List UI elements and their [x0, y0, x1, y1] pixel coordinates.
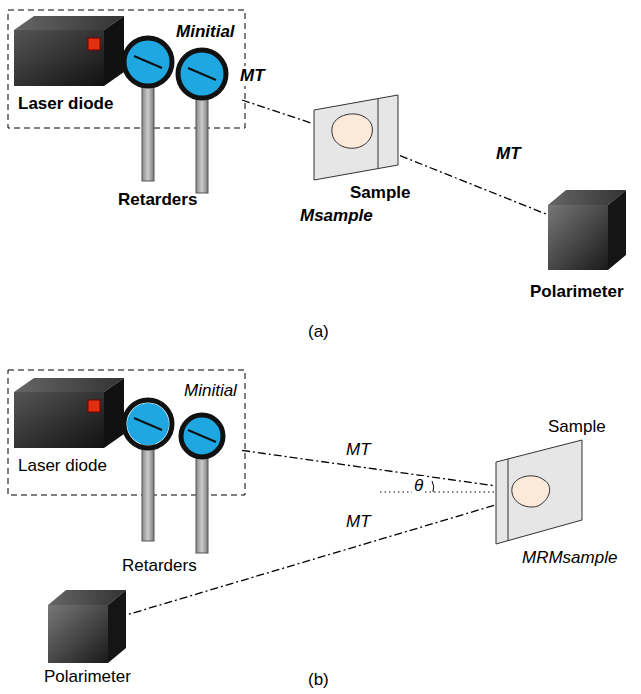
sample-slide — [314, 95, 398, 180]
dashed-group: MinitialLaser diodeRetarders — [8, 10, 245, 128]
node-label: Sample — [350, 183, 410, 203]
panel-label: (a) — [306, 322, 331, 342]
panel-label: (b) — [306, 670, 331, 690]
node-label: Polarimeter — [44, 667, 131, 687]
sample: SampleMsample — [312, 95, 400, 181]
retarders: Retarders — [122, 398, 242, 486]
node-label: MRMsample — [522, 548, 617, 568]
edge-label: MT — [494, 144, 523, 164]
node-label: Msample — [300, 206, 373, 226]
polarimeter: Polarimeter — [46, 590, 126, 664]
angle-label: θ — [412, 476, 425, 496]
beam-path — [400, 156, 546, 214]
retarders — [124, 38, 226, 193]
polarimeter: Polarimeter — [546, 190, 626, 270]
sample-slide — [496, 440, 582, 544]
node-label: Retarders — [118, 190, 197, 210]
laser-diode — [14, 16, 124, 86]
laser-diode — [14, 378, 124, 448]
edge-label: MT — [344, 440, 373, 460]
polarimeter — [548, 190, 626, 270]
angle-arc — [432, 481, 434, 492]
retarders — [124, 400, 223, 553]
node-label: Polarimeter — [530, 282, 624, 302]
edge-label: MT — [344, 512, 373, 532]
dashed-frame — [8, 10, 245, 128]
laser-diode: Laser diode — [12, 14, 126, 88]
node-label: Minitial — [184, 381, 237, 401]
sample: SampleMRMsample — [494, 440, 584, 544]
edge-label: MT — [238, 66, 267, 86]
polarimeter — [48, 590, 126, 663]
retarders: Retarders — [122, 36, 242, 124]
dashed-frame — [8, 370, 245, 495]
laser-diode: Laser diode — [12, 376, 126, 450]
node-label: Minitial — [176, 22, 235, 42]
node-label: Laser diode — [18, 456, 107, 476]
dashed-group: MinitialLaser diodeRetarders — [8, 370, 245, 495]
node-label: Sample — [548, 417, 606, 437]
node-label: Retarders — [122, 556, 197, 576]
node-label: Laser diode — [18, 94, 113, 114]
beam-path — [242, 100, 312, 123]
